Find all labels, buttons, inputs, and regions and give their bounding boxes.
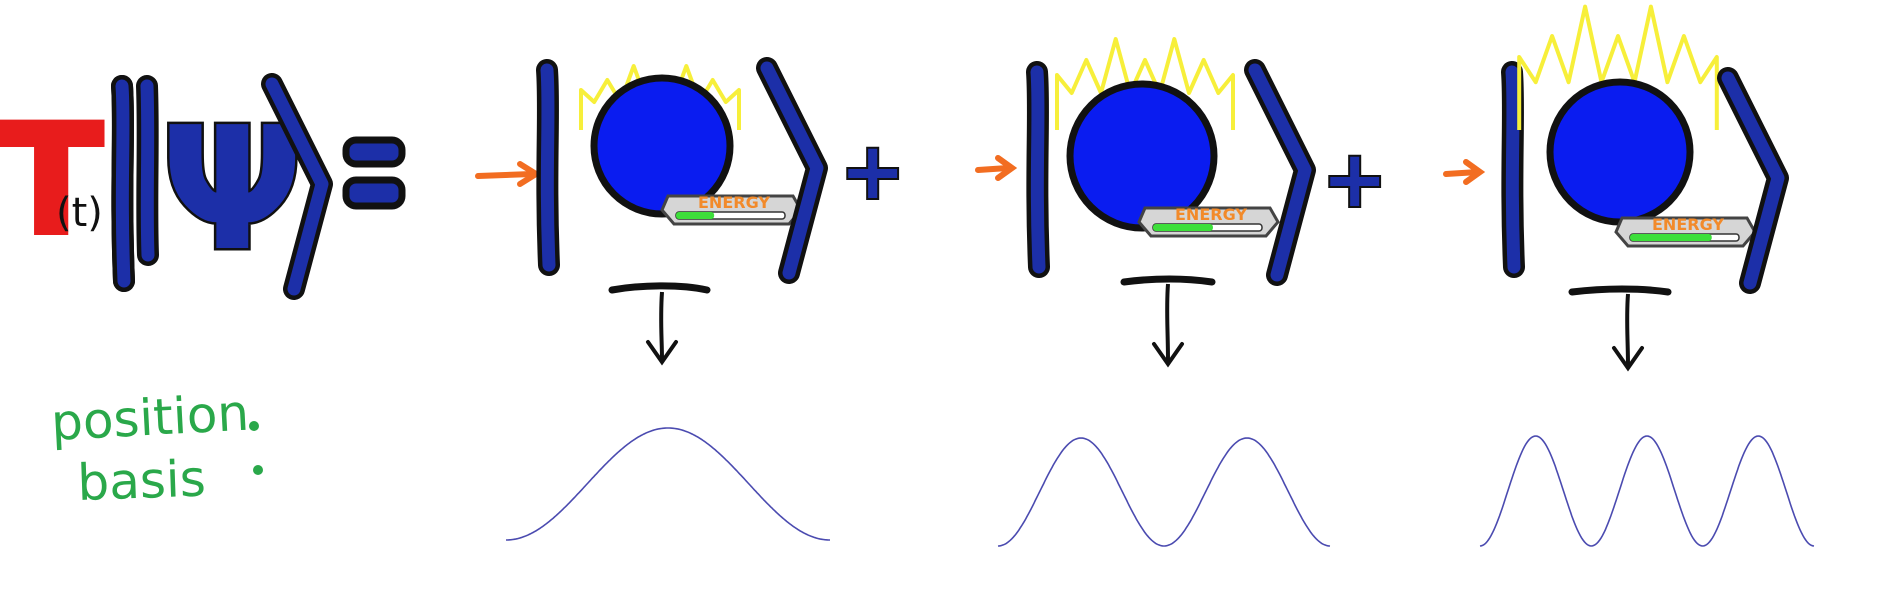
- energy-label: ENERGY: [1652, 215, 1724, 234]
- basis-label-line1: position: [50, 384, 251, 452]
- colon-dot-bottom: [253, 465, 263, 475]
- energy-label: ENERGY: [1175, 205, 1247, 224]
- position-basis-label: position basis: [50, 384, 263, 512]
- ket-right-angle: [1728, 78, 1778, 283]
- time-argument: (t): [56, 190, 103, 236]
- measurement-projection: [608, 282, 711, 366]
- energy-label: ENERGY: [698, 193, 770, 212]
- energy-meter: ENERGY: [1137, 205, 1280, 238]
- psi-ket: Ψ: [122, 84, 322, 289]
- wavefunction-curve: [997, 437, 1331, 547]
- flame: [1055, 37, 1235, 130]
- basis-label-line2: basis: [76, 450, 206, 512]
- wavefunction-curve: [506, 427, 830, 541]
- ket-right-angle: [767, 68, 817, 273]
- ket-left-bracket: [547, 70, 549, 265]
- flame-outline: [1517, 4, 1719, 130]
- energy-ball: [590, 74, 734, 218]
- colon-dot-top: [249, 421, 259, 431]
- energy-meter: ENERGY: [660, 193, 803, 226]
- measurement-projection: [1568, 285, 1672, 372]
- meter-fill: [1153, 224, 1213, 231]
- state-arrow: [475, 161, 542, 187]
- measurement-projection: [1120, 275, 1216, 368]
- flame: [1517, 4, 1719, 130]
- plus-sign: +: [1322, 135, 1387, 225]
- energy-ball: [1546, 78, 1694, 226]
- state-3: ENERGY: [1443, 4, 1815, 547]
- operator-letter: T: [0, 94, 102, 268]
- meter-fill: [676, 212, 715, 219]
- state-2: ENERGY +: [975, 37, 1389, 547]
- state-1: ENERGY +: [475, 66, 907, 541]
- wavefunction-curve: [1479, 435, 1815, 547]
- equals-sign: [342, 136, 406, 210]
- state-arrow: [1443, 159, 1486, 185]
- plus-sign: +: [840, 127, 905, 217]
- ket-left-bracket: [1037, 72, 1039, 267]
- energy-meter: ENERGY: [1614, 215, 1757, 248]
- operator-expression: T (t) Ψ: [0, 84, 406, 289]
- energy-ball: [1066, 80, 1218, 232]
- state-arrow: [975, 155, 1018, 181]
- flame-outline: [1055, 37, 1235, 130]
- meter-fill: [1630, 234, 1712, 241]
- ket-right-angle: [1255, 70, 1305, 275]
- ket-left-bracket: [1512, 72, 1514, 267]
